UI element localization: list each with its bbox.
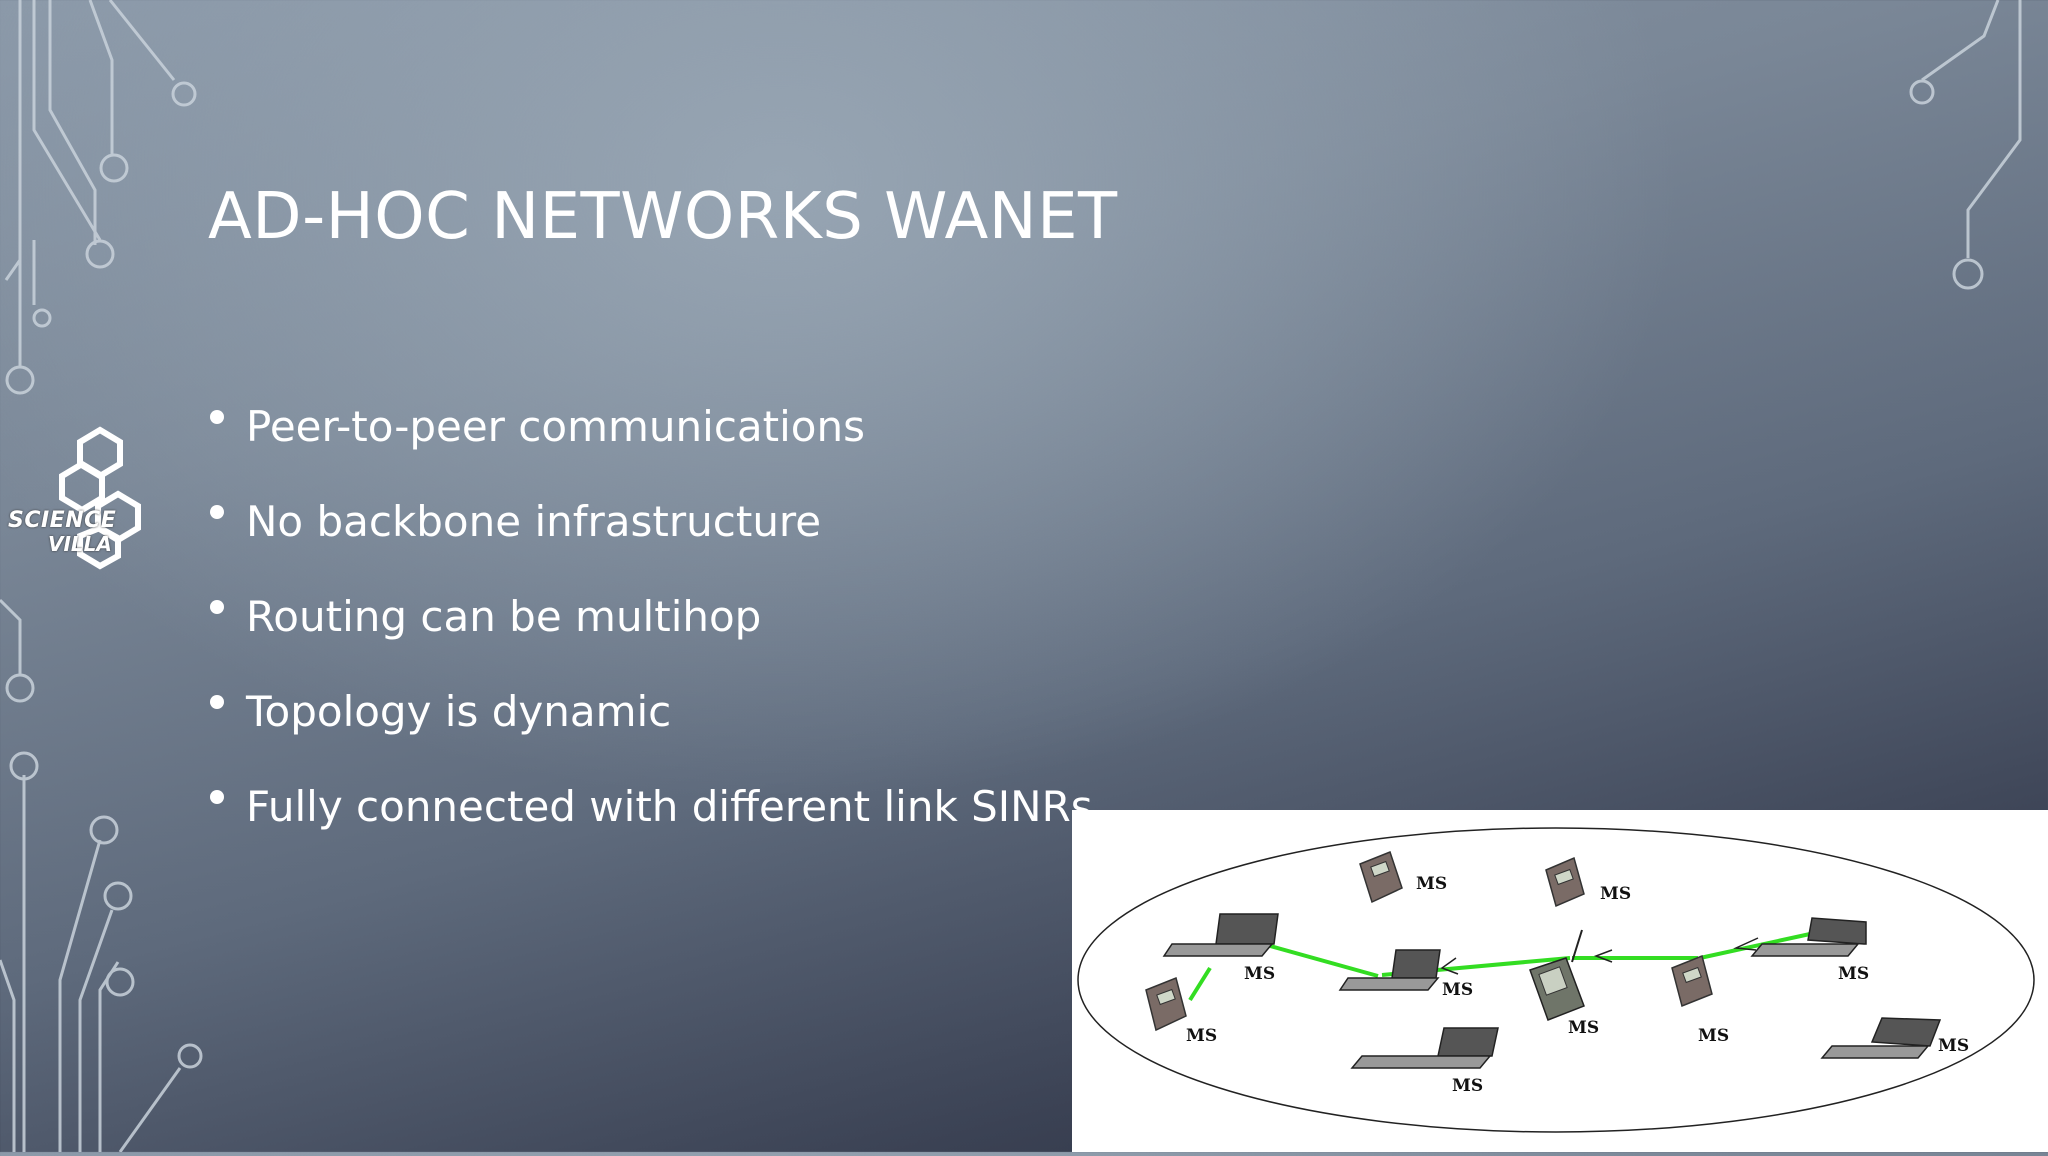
node-label: MS [1416,874,1448,894]
adhoc-network-diagram: MS MS MS MS MS MS MS MS MS MS [1072,810,2048,1152]
node-label: MS [1938,1036,1970,1056]
science-villa-logo [59,426,141,570]
bullet-dot-icon [210,410,224,424]
bullet-text: Peer-to-peer communications [246,402,865,451]
node-label: MS [1568,1018,1600,1038]
bullet-item: Routing can be multihop [208,582,1093,677]
bullet-item: Topology is dynamic [208,677,1093,772]
node-label: MS [1244,964,1276,984]
logo-text-villa: VILLA [48,532,112,556]
bullet-dot-icon [210,790,224,804]
circuit-decoration-right [1909,0,2022,290]
node-label: MS [1838,964,1870,984]
bullet-text: Fully connected with different link SINR… [246,782,1093,831]
slide-title: AD-HOC NETWORKS WANET [208,180,1118,254]
network-diagram-graphic [1077,827,2035,1133]
bullet-text: Topology is dynamic [246,687,672,736]
bullet-dot-icon [210,505,224,519]
bullet-list: Peer-to-peer communications No backbone … [208,392,1093,867]
bullet-text: No backbone infrastructure [246,497,822,546]
node-label: MS [1442,980,1474,1000]
bullet-item: Fully connected with different link SINR… [208,772,1093,867]
bullet-item: No backbone infrastructure [208,487,1093,582]
node-label: MS [1186,1026,1218,1046]
node-label: MS [1600,884,1632,904]
bullet-dot-icon [210,695,224,709]
node-label: MS [1452,1076,1484,1096]
laptop-icon [1162,913,1942,1069]
bullet-item: Peer-to-peer communications [208,392,1093,487]
pda-icon [1529,929,1585,1021]
logo-text-science: SCIENCE [8,508,117,533]
bullet-text: Routing can be multihop [246,592,762,641]
circuit-decoration-left [0,0,203,1152]
bullet-dot-icon [210,600,224,614]
node-label: MS [1698,1026,1730,1046]
